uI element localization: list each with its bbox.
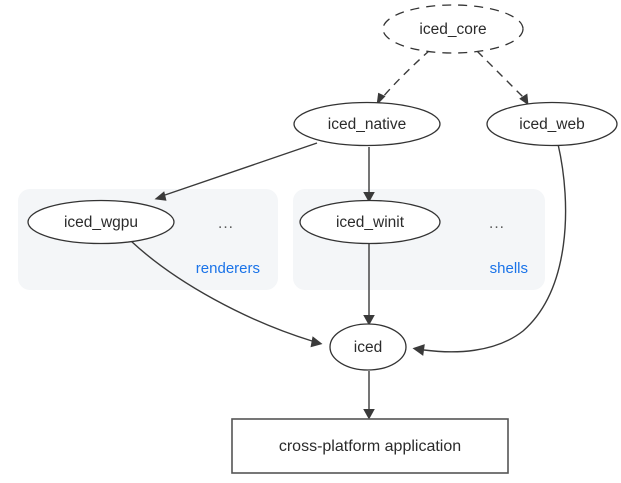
node-iced-label: iced xyxy=(354,339,382,356)
edge-iced-web-to-iced-line xyxy=(423,143,567,353)
node-shells-ellipsis: ... xyxy=(489,215,505,232)
node-cross-platform-application-shape[interactable] xyxy=(231,418,509,474)
node-iced-winit-label: iced_winit xyxy=(336,214,405,231)
node-iced-wgpu-label: iced_wgpu xyxy=(64,214,138,231)
node-iced-shape[interactable] xyxy=(329,323,407,371)
edge-iced-native-to-iced-winit xyxy=(363,147,375,203)
edge-iced-wgpu-to-iced-line xyxy=(130,240,313,342)
node-iced[interactable]: iced xyxy=(329,323,407,371)
node-iced-native-label: iced_native xyxy=(328,116,406,133)
edge-iced-core-to-iced-web-arrowhead xyxy=(519,93,529,106)
edge-iced-winit-to-iced-arrowhead xyxy=(363,315,375,326)
node-renderers-ellipsis-label: ... xyxy=(218,215,234,232)
edge-iced-core-to-iced-native-line xyxy=(381,49,431,99)
node-iced-core[interactable]: iced_core xyxy=(382,4,524,54)
node-shells-ellipsis-label: ... xyxy=(489,215,505,232)
edge-iced-native-to-iced-wgpu-line xyxy=(164,142,318,196)
edge-iced-winit-to-iced xyxy=(363,244,375,326)
node-iced-native[interactable]: iced_native xyxy=(293,101,441,147)
edge-iced-native-to-iced-winit-arrowhead xyxy=(363,192,375,203)
node-iced-native-shape[interactable] xyxy=(293,101,441,147)
node-renderers-ellipsis: ... xyxy=(218,215,234,232)
edge-iced-native-to-iced-wgpu-arrowhead xyxy=(154,191,167,201)
edge-iced-web-to-iced xyxy=(412,143,567,356)
node-iced-web-shape[interactable] xyxy=(486,101,618,147)
node-iced-winit[interactable]: iced_winit xyxy=(299,199,441,245)
cluster-shells-label: shells xyxy=(490,260,528,277)
edge-iced-native-to-iced-wgpu xyxy=(154,142,318,201)
node-cross-platform-application-label: cross-platform application xyxy=(279,438,461,455)
node-iced-core-shape[interactable] xyxy=(382,4,524,54)
node-iced-web-label: iced_web xyxy=(519,116,585,133)
edge-iced-core-to-iced-web xyxy=(476,50,529,106)
node-iced-wgpu[interactable]: iced_wgpu xyxy=(27,199,175,245)
edge-iced-core-to-iced-native xyxy=(376,49,431,106)
node-iced-wgpu-shape[interactable] xyxy=(27,199,175,245)
node-iced-core-label: iced_core xyxy=(419,21,486,38)
cluster-renderers-label: renderers xyxy=(196,260,260,277)
edge-iced-to-application xyxy=(363,371,375,420)
edge-iced-core-to-iced-web-line xyxy=(476,50,524,98)
node-iced-winit-shape[interactable] xyxy=(299,199,441,245)
edge-iced-wgpu-to-iced-arrowhead xyxy=(310,336,323,348)
node-iced-web[interactable]: iced_web xyxy=(486,101,618,147)
edge-iced-wgpu-to-iced xyxy=(130,240,323,348)
node-cross-platform-application[interactable]: cross-platform application xyxy=(231,418,509,474)
edge-iced-web-to-iced-arrowhead xyxy=(412,344,425,356)
edge-iced-to-application-arrowhead xyxy=(363,409,375,420)
